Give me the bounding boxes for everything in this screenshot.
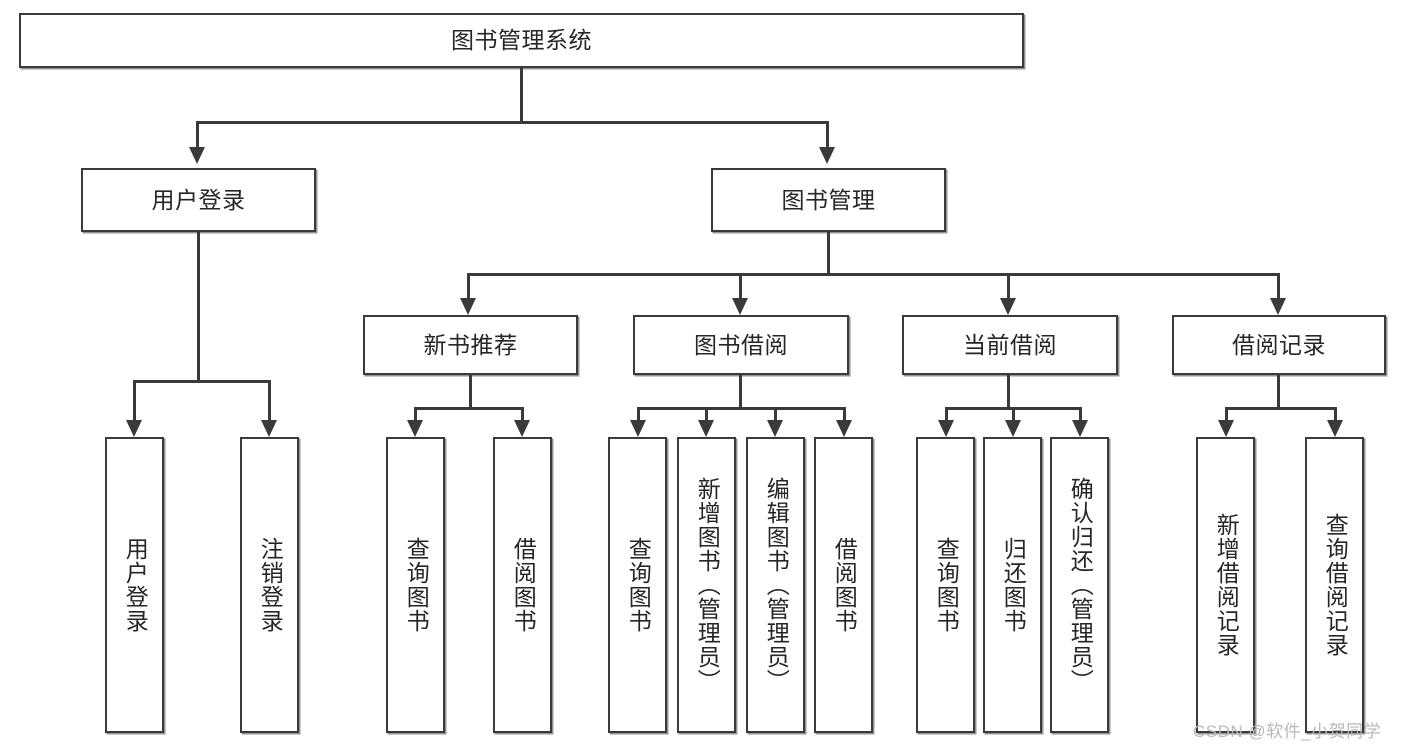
node-label: 图书管理系统 (451, 27, 592, 54)
connector-root-drop-right (826, 121, 829, 147)
node-label: 借阅图书 (510, 537, 537, 633)
leaf-edit-book-admin[interactable]: 编辑图书（管理员） (746, 437, 805, 733)
connector-user-login-bus (133, 380, 270, 383)
leaf-confirm-return-admin[interactable]: 确认归还（管理员） (1050, 437, 1109, 733)
leaf-borrow-book-recommend[interactable]: 借阅图书 (493, 437, 552, 733)
node-label: 借阅记录 (1232, 331, 1326, 358)
connector-borrow-record-drop-2 (1334, 407, 1337, 420)
connector-root-stem (520, 68, 523, 121)
connector-current-borrow-drop-2 (1012, 407, 1015, 420)
node-label: 新增图书（管理员） (694, 477, 721, 693)
node-label: 编辑图书（管理员） (763, 477, 790, 693)
arrow-to-leaf-borrow-book-1 (514, 420, 530, 437)
node-label: 用户登录 (122, 537, 149, 633)
node-label: 查询图书 (625, 537, 652, 633)
arrow-to-borrow-record (1270, 298, 1286, 315)
node-user-login[interactable]: 用户登录 (81, 168, 316, 232)
connector-book-manage-stem (827, 232, 830, 273)
connector-book-borrow-drop-2 (705, 407, 708, 420)
arrow-to-leaf-logout (261, 420, 277, 437)
connector-book-borrow-stem (739, 375, 742, 407)
arrow-to-leaf-add-book (698, 420, 714, 437)
connector-new-book-stem (469, 375, 472, 407)
node-label: 查询图书 (933, 537, 960, 633)
arrow-to-new-book (460, 298, 476, 315)
connector-user-login-stem (197, 232, 200, 380)
arrow-to-leaf-return-book (1005, 420, 1021, 437)
node-label: 新书推荐 (423, 331, 518, 358)
arrow-to-leaf-query-book-3 (938, 420, 954, 437)
connector-borrow-record-drop-1 (1225, 407, 1228, 420)
node-label: 借阅图书 (831, 537, 858, 633)
node-label: 注销登录 (257, 537, 284, 633)
connector-borrow-record-stem (1277, 375, 1280, 407)
connector-root-drop-left (196, 121, 199, 147)
connector-book-borrow-bus (637, 407, 846, 410)
leaf-user-login[interactable]: 用户登录 (105, 437, 164, 733)
leaf-borrow-book[interactable]: 借阅图书 (814, 437, 873, 733)
node-current-borrow[interactable]: 当前借阅 (902, 315, 1118, 375)
connector-level3-bus (467, 273, 1280, 276)
connector-level3-drop-4 (1277, 273, 1280, 306)
connector-new-book-bus (414, 407, 524, 410)
arrow-to-leaf-borrow-book-2 (836, 420, 852, 437)
connector-level3-drop-2 (739, 273, 742, 306)
arrow-to-leaf-query-book-1 (407, 420, 423, 437)
arrow-to-leaf-add-record (1218, 420, 1234, 437)
connector-current-borrow-drop-1 (945, 407, 948, 420)
arrow-to-book-borrow (732, 298, 748, 315)
node-label: 查询借阅记录 (1322, 513, 1349, 657)
connector-book-borrow-drop-4 (843, 407, 846, 420)
node-label: 用户登录 (151, 186, 246, 213)
node-book-borrow[interactable]: 图书借阅 (633, 315, 849, 375)
connector-level3-drop-1 (467, 273, 470, 306)
connector-book-borrow-drop-3 (774, 407, 777, 420)
arrow-to-leaf-query-record (1327, 420, 1343, 437)
connector-new-book-drop-2 (521, 407, 524, 420)
node-label: 新增借阅记录 (1213, 513, 1240, 657)
arrow-to-leaf-query-book-2 (630, 420, 646, 437)
leaf-query-borrow-record[interactable]: 查询借阅记录 (1305, 437, 1364, 733)
connector-current-borrow-stem (1007, 375, 1010, 407)
node-label: 图书管理 (781, 186, 876, 213)
node-label: 查询图书 (403, 537, 430, 633)
connector-root-bus (196, 121, 828, 124)
leaf-return-book[interactable]: 归还图书 (983, 437, 1042, 733)
arrow-to-current-borrow (1000, 298, 1016, 315)
node-new-book-recommend[interactable]: 新书推荐 (363, 315, 578, 375)
leaf-add-borrow-record[interactable]: 新增借阅记录 (1196, 437, 1255, 733)
arrow-to-book-manage (819, 147, 835, 164)
arrow-to-leaf-user-login (126, 420, 142, 437)
node-label: 当前借阅 (963, 331, 1057, 358)
connector-current-borrow-drop-3 (1079, 407, 1082, 420)
node-label: 图书借阅 (694, 331, 788, 358)
node-root-system[interactable]: 图书管理系统 (19, 13, 1024, 68)
connector-book-borrow-drop-1 (637, 407, 640, 420)
leaf-logout[interactable]: 注销登录 (240, 437, 299, 733)
connector-borrow-record-bus (1225, 407, 1337, 410)
connector-user-login-drop-2 (268, 380, 271, 420)
leaf-add-book-admin[interactable]: 新增图书（管理员） (677, 437, 736, 733)
arrow-to-user-login (189, 147, 205, 164)
arrow-to-leaf-edit-book (767, 420, 783, 437)
watermark-text: CSDN @软件_小贺同学 (1193, 722, 1382, 741)
node-book-manage[interactable]: 图书管理 (711, 168, 946, 232)
node-label: 归还图书 (1000, 537, 1027, 633)
node-label: 确认归还（管理员） (1067, 477, 1094, 693)
connector-new-book-drop-1 (414, 407, 417, 420)
leaf-query-book-recommend[interactable]: 查询图书 (386, 437, 445, 733)
connector-level3-drop-3 (1007, 273, 1010, 306)
leaf-query-book-current[interactable]: 查询图书 (916, 437, 975, 733)
node-borrow-record[interactable]: 借阅记录 (1172, 315, 1386, 375)
connector-user-login-drop-1 (133, 380, 136, 420)
arrow-to-leaf-confirm-return (1072, 420, 1088, 437)
leaf-query-book-borrow[interactable]: 查询图书 (608, 437, 667, 733)
